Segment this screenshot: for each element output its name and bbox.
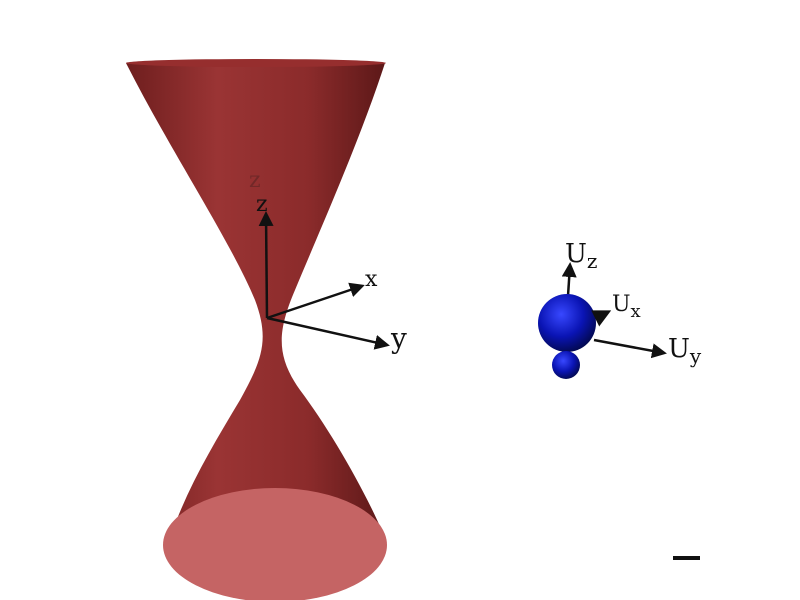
ux-arrow (591, 310, 612, 327)
faint-z-label: z (249, 168, 261, 193)
ux-label-main: U (612, 292, 631, 317)
uz-label: Uz (565, 239, 597, 273)
x-axis-label: x (365, 267, 378, 292)
dipole (538, 262, 667, 379)
large-sphere (538, 294, 596, 352)
hyperboloid-bottom-face (163, 488, 387, 600)
uy-label-sub: y (689, 344, 702, 368)
y-axis-label: y (390, 322, 407, 355)
uz-arrow (561, 262, 577, 297)
uz-label-main: U (565, 239, 587, 269)
hyperboloid-surface (126, 63, 386, 555)
uy-label-main: U (668, 334, 690, 364)
ux-label: Ux (612, 292, 641, 322)
frame-axes (258, 211, 390, 350)
hyperboloid (126, 59, 387, 600)
small-sphere (552, 351, 580, 379)
x-axis-arrow (266, 282, 365, 320)
uy-arrow (593, 338, 667, 359)
z-axis-arrow (258, 211, 274, 319)
scale-dash (673, 556, 700, 560)
hyperboloid-top-rim (126, 59, 386, 67)
uz-label-sub: z (587, 249, 598, 273)
z-axis-label: z (256, 192, 268, 217)
y-axis-arrow (266, 316, 390, 350)
ux-label-sub: x (631, 301, 641, 322)
uy-label: Uy (668, 334, 702, 368)
